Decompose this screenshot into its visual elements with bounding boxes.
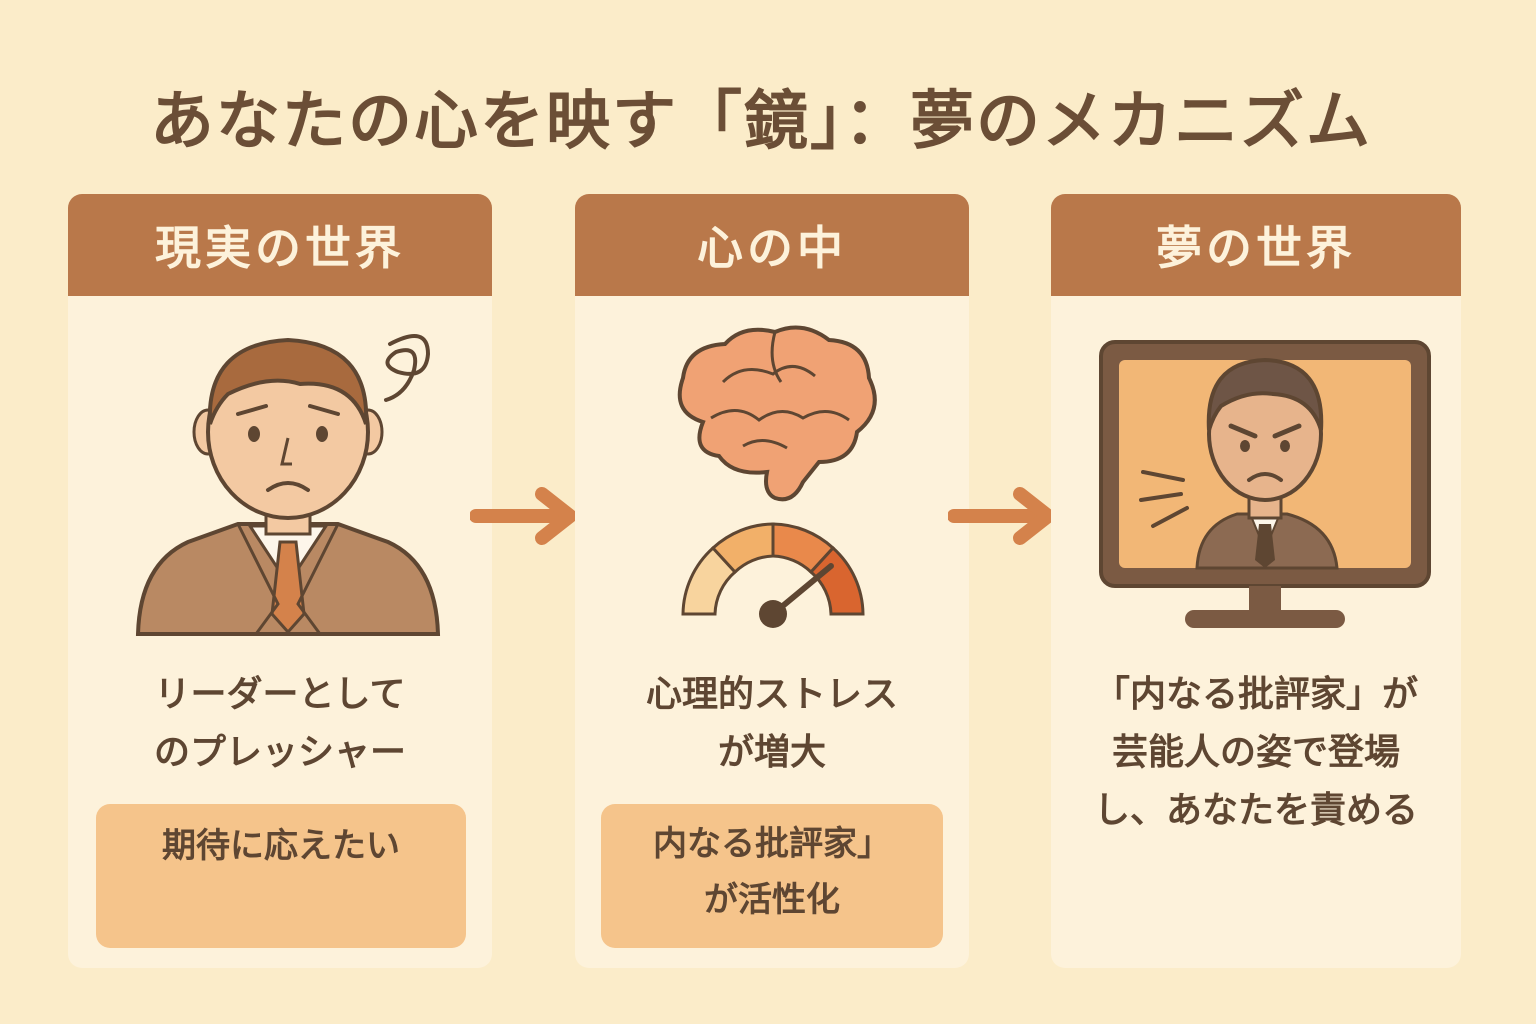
panel-header-inner-mind: 心の中 [575, 194, 969, 296]
panel-header-dream-world: 夢の世界 [1051, 194, 1461, 296]
note-box-inner-mind: 内なる批評家」 が活性化 [601, 804, 943, 948]
brain-icon [677, 325, 877, 502]
arrow-right-icon [470, 487, 577, 545]
stress-gauge-icon [681, 522, 865, 628]
panel-text-dream-world: 「内なる批評家」が 芸能人の姿で登場 し、あなたを責める [1093, 674, 1418, 831]
panel-text-real-world: リーダーとして のプレッシャー [153, 674, 406, 773]
panel-real-world: 現実の世界 リーダーとして のプレッシャー [68, 194, 492, 968]
tv-monitor-icon [1099, 340, 1431, 628]
arrow-right-icon [948, 487, 1055, 545]
panel-dream-world: 夢の世界 「内なる批評家」が 芸能人の姿で登場 し、あなたを責める [1051, 194, 1461, 968]
stressed-businessman-icon [135, 334, 441, 636]
page-title: あなたの心を映す「鏡」：夢のメカニズム [150, 85, 1372, 159]
note-box-real-world: 期待に応えたい [96, 804, 466, 948]
panel-inner-mind: 心の中 心理的ストレス が増大 内なる批評家」 が活性化 [575, 194, 969, 968]
panel-text-inner-mind: 心理的ストレス が増大 [645, 674, 898, 773]
panel-header-real-world: 現実の世界 [68, 194, 492, 296]
